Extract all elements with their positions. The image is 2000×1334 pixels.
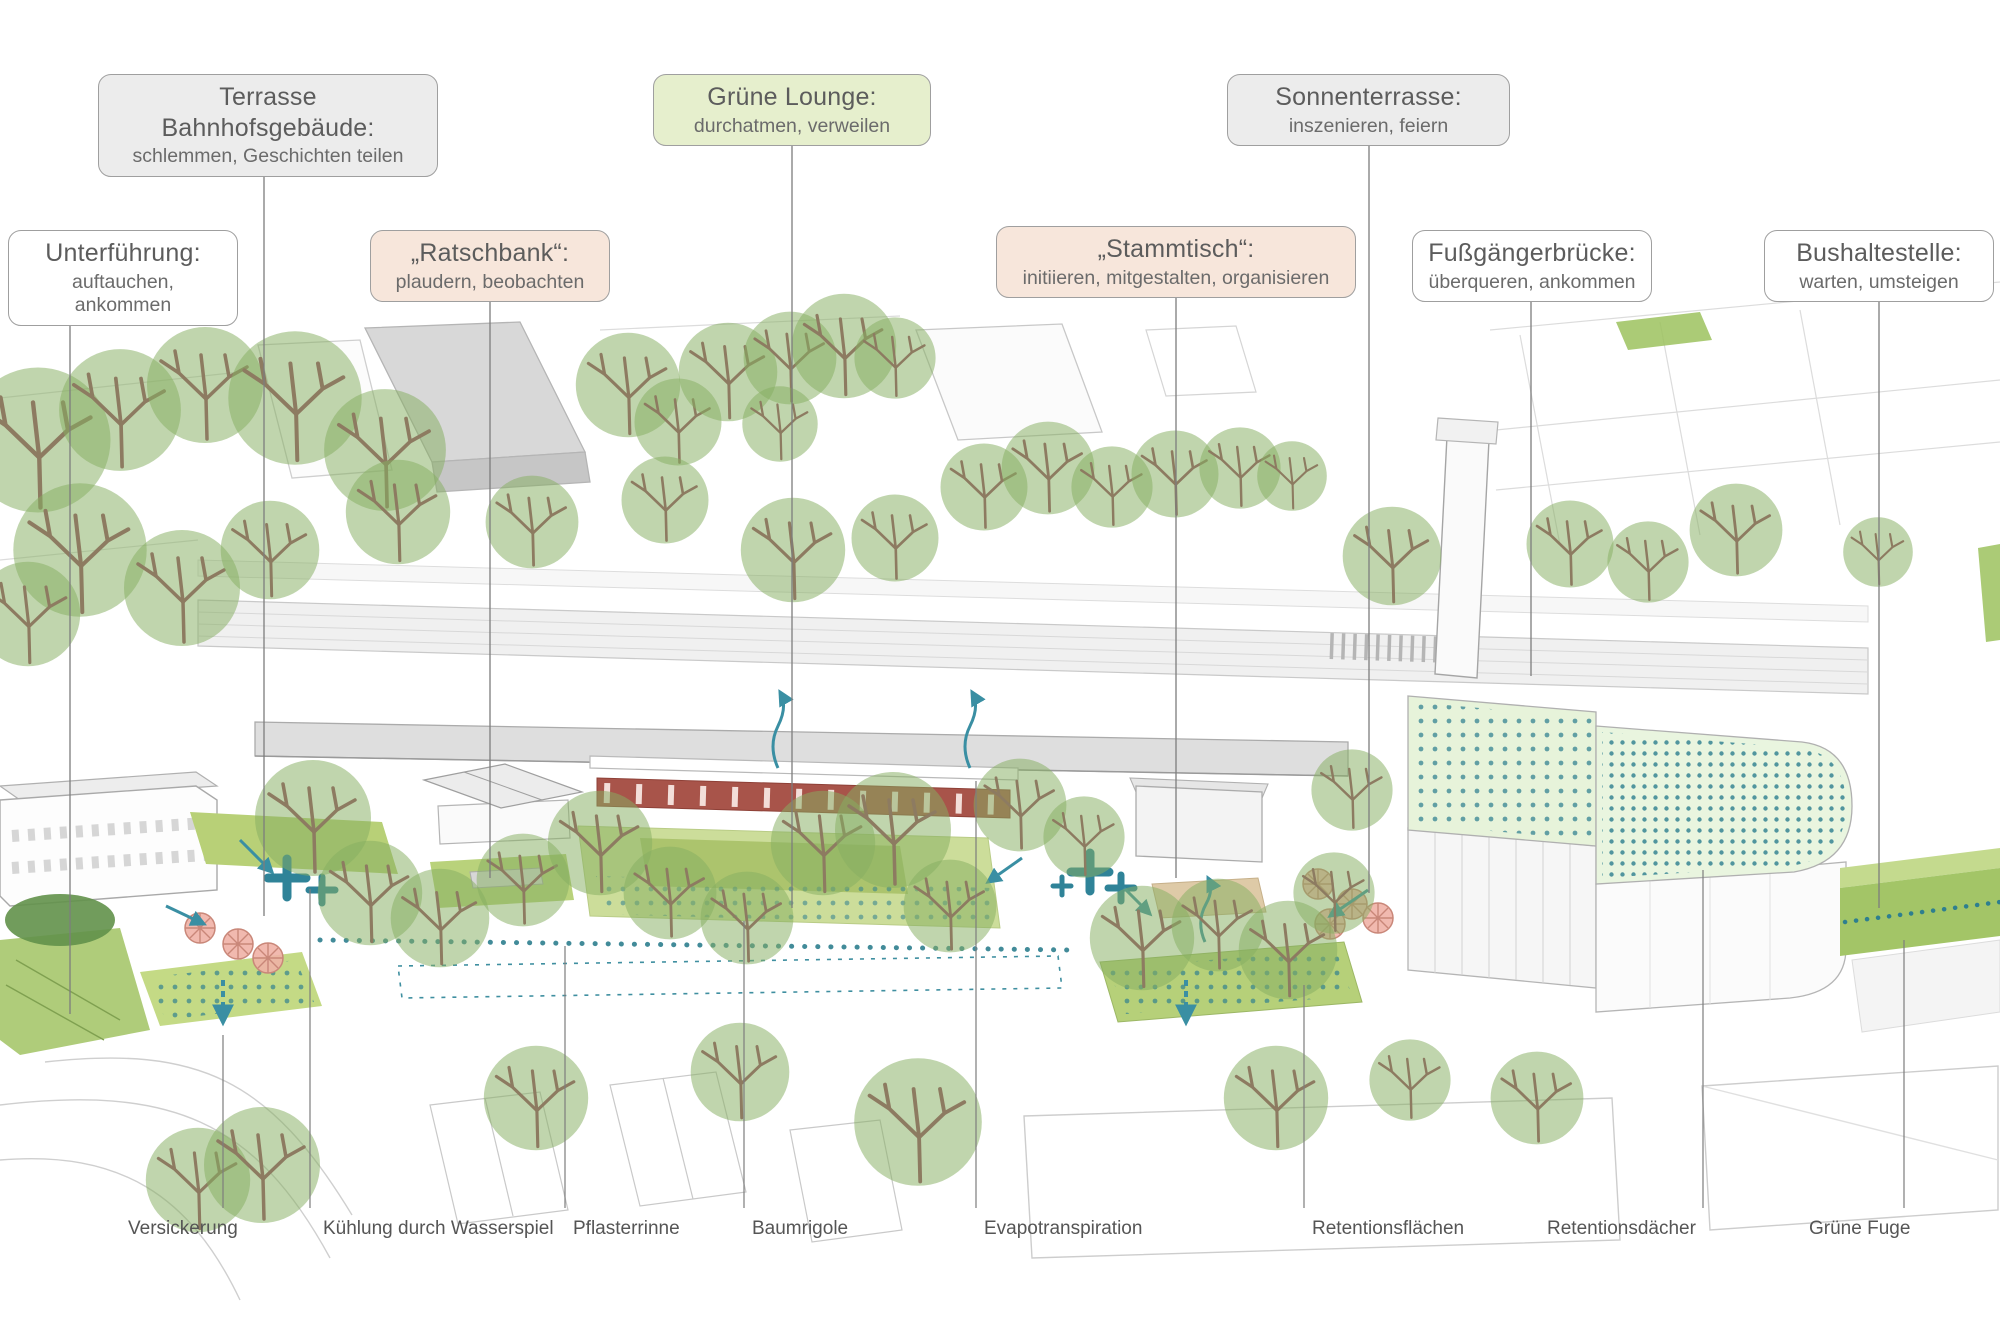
baumrigole-zone [317, 937, 1071, 999]
callout-title: Bushaltestelle: [1796, 239, 1962, 267]
callout-fussgaengerbruecke: Fußgängerbrücke: überqueren, ankommen [1412, 230, 1652, 303]
callout-terrasse-bahnhofsgebaeude: Terrasse Bahnhofsgebäude: schlemmen, Ges… [98, 74, 438, 177]
retention-roof-building [1407, 695, 1853, 1013]
callout-leader-lines [69, 135, 1880, 1014]
callout-subtitle: warten, umsteigen [1799, 270, 1959, 293]
legend-label-versickerung: Versickerung [128, 1218, 238, 1239]
callout-subtitle: inszenieren, feiern [1288, 114, 1449, 137]
lower-context [1023, 1065, 1999, 1259]
callout-title: Terrasse Bahnhofsgebäude: [161, 83, 375, 142]
callout-stammtisch: „Stammtisch“: initiieren, mitgestalten, … [996, 226, 1356, 299]
context-lines [0, 281, 2000, 561]
callout-gruene-lounge: Grüne Lounge: durchatmen, verweilen [653, 74, 931, 147]
legend-label-evapotranspiration: Evapotranspiration [984, 1218, 1143, 1239]
callout-unterfuehrung: Unterführung: auftauchen, ankommen [8, 230, 238, 327]
legend-label-pflasterrinne: Pflasterrinne [573, 1218, 680, 1239]
evapotranspiration-arrow [771, 689, 794, 769]
callout-subtitle: schlemmen, Geschichten teilen [132, 145, 404, 167]
legend-leader-lines [222, 781, 1905, 1208]
callout-title: „Stammtisch“: [1097, 235, 1255, 263]
callout-subtitle: überqueren, ankommen [1428, 270, 1636, 293]
callout-subtitle: durchatmen, verweilen [693, 114, 891, 137]
callout-sonnenterrasse: Sonnenterrasse: inszenieren, feiern [1227, 74, 1510, 147]
legend-label-retentionsflaechen: Retentionsflächen [1312, 1218, 1465, 1239]
callout-ratschbank: „Ratschbank“: plaudern, beobachten [370, 230, 610, 303]
legend-label-kuehlung: Kühlung durch Wasserspiel [323, 1218, 554, 1239]
callout-subtitle: initiieren, mitgestalten, organisieren [1022, 266, 1330, 289]
legend-label-gruene-fuge: Grüne Fuge [1809, 1218, 1911, 1239]
callout-subtitle: auftauchen, ankommen [72, 270, 174, 317]
callout-title: Grüne Lounge: [707, 83, 877, 111]
pedestrian-bridge [1434, 417, 1499, 679]
gruene-fuge-strip [1840, 848, 2000, 1033]
callout-title: „Ratschbank“: [410, 239, 570, 267]
legend-label-retentionsdaecher: Retentionsdächer [1547, 1218, 1696, 1239]
evapotranspiration-arrow [963, 689, 986, 769]
callout-subtitle: plaudern, beobachten [395, 270, 585, 293]
callout-title: Fußgängerbrücke: [1428, 239, 1636, 267]
callout-bushaltestelle: Bushaltestelle: warten, umsteigen [1764, 230, 1994, 303]
legend-label-baumrigole: Baumrigole [752, 1218, 849, 1239]
callout-title: Unterführung: [45, 239, 201, 267]
station-building-left [0, 771, 219, 907]
callout-title: Sonnenterrasse: [1275, 83, 1462, 111]
